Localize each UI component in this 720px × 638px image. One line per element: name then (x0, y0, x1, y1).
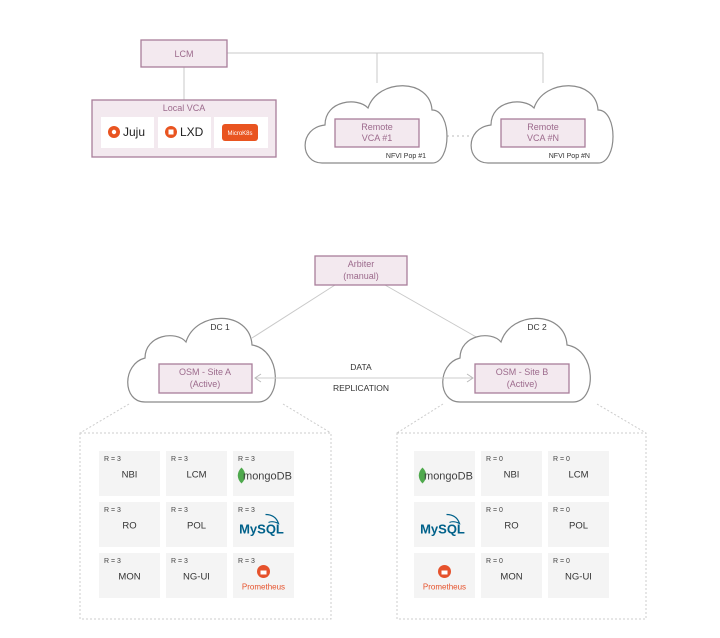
component-tile[interactable]: Prometheus (414, 553, 475, 598)
replica-count: R = 0 (553, 558, 570, 565)
lxd-logo-text: LXD (180, 125, 204, 139)
remote-vca-n-line2: VCA #N (527, 133, 559, 143)
replica-count: R = 3 (104, 456, 121, 463)
replica-count: R = 3 (171, 507, 188, 514)
juju-icon (108, 126, 120, 138)
component-name: POL (187, 521, 206, 532)
local-vca-box[interactable]: Local VCA Juju LXD MicroK8s (91, 99, 277, 158)
lcm-label: LCM (174, 49, 193, 59)
component-tile[interactable]: R = 0 NG-UI (548, 553, 609, 598)
component-name: LCM (186, 470, 206, 481)
mysql-logo-text: MySQL (420, 522, 465, 537)
mysql-logo-text: MySQL (239, 522, 284, 537)
lcm-box[interactable]: LCM (140, 39, 228, 68)
component-name: POL (569, 521, 588, 532)
top-connector-lines (183, 52, 544, 137)
local-vca-title: Local VCA (163, 103, 206, 113)
osm-site-b-box[interactable]: OSM - Site B (Active) (474, 363, 570, 394)
site-a-line2: (Active) (190, 379, 221, 389)
replica-count: R = 0 (553, 456, 570, 463)
mongodb-leaf-icon (237, 467, 246, 484)
arbiter-line1: Arbiter (348, 259, 375, 269)
mysql-dolphin-icon (265, 513, 280, 525)
component-name: MON (500, 572, 522, 583)
component-tile[interactable]: R = 0 POL (548, 502, 609, 547)
replica-count: R = 3 (238, 507, 255, 514)
component-name: MON (118, 572, 140, 583)
component-tile[interactable]: R = 3RO (99, 502, 160, 547)
component-name: RO (504, 521, 518, 532)
site-b-line2: (Active) (507, 379, 538, 389)
component-name: NBI (504, 470, 520, 481)
component-name: NG-UI (183, 572, 210, 583)
component-tile[interactable]: R = 0RO (481, 502, 542, 547)
mongodb-leaf-icon (418, 467, 427, 484)
component-name: RO (122, 521, 136, 532)
site-a-line1: OSM - Site A (179, 367, 231, 377)
arbiter-lines (251, 284, 479, 339)
component-tile[interactable]: mongoDB (414, 451, 475, 496)
component-tile[interactable]: R = 3 mongoDB (233, 451, 294, 496)
replica-count: R = 0 (486, 507, 503, 514)
nfvi-pop-n-label: NFVI Pop #N (549, 153, 590, 160)
site-b-line1: OSM - Site B (496, 367, 549, 377)
component-tile[interactable]: R = 0 LCM (548, 451, 609, 496)
microk8s-badge: MicroK8s (222, 124, 258, 141)
mongodb-logo-text: mongoDB (424, 471, 473, 483)
component-name: NG-UI (565, 572, 592, 583)
remote-vca-n-box[interactable]: Remote VCA #N (500, 118, 586, 148)
component-tile[interactable]: R = 3 Prometheus (233, 553, 294, 598)
lxd-icon (165, 126, 177, 138)
arbiter-line2: (manual) (343, 271, 379, 281)
remote-vca-n-line1: Remote (527, 122, 559, 132)
component-tile[interactable]: R = 3 MON (99, 553, 160, 598)
replication-arrow (254, 373, 474, 383)
replication-label: REPLICATION (333, 383, 389, 393)
remote-vca-1-line2: VCA #1 (362, 133, 393, 143)
replica-count: R = 3 (238, 558, 255, 565)
prometheus-logo-text: Prometheus (423, 583, 466, 592)
component-tile[interactable]: MySQL (414, 502, 475, 547)
replica-count: R = 0 (553, 507, 570, 514)
component-tile[interactable]: R = 3 POL (166, 502, 227, 547)
component-tile[interactable]: R = 3 LCM (166, 451, 227, 496)
replica-count: R = 3 (171, 456, 188, 463)
replica-count: R = 3 (171, 558, 188, 565)
component-name: NBI (122, 470, 138, 481)
replica-count: R = 3 (238, 456, 255, 463)
dc1-label: DC 1 (210, 322, 230, 332)
microk8s-logo-text: MicroK8s (227, 131, 252, 137)
nfvi-pop-1-label: NFVI Pop #1 (386, 153, 426, 160)
mongodb-logo-text: mongoDB (243, 471, 292, 483)
remote-vca-1-box[interactable]: Remote VCA #1 (334, 118, 420, 148)
expansion-lines (79, 403, 647, 434)
component-tile[interactable]: R = 3 NG-UI (166, 553, 227, 598)
replica-count: R = 3 (104, 507, 121, 514)
replica-count: R = 3 (104, 558, 121, 565)
remote-vca-1-line1: Remote (361, 122, 393, 132)
osm-site-a-box[interactable]: OSM - Site A (Active) (158, 363, 253, 394)
juju-logo-text: Juju (123, 125, 145, 139)
data-label: DATA (350, 362, 372, 372)
mysql-dolphin-icon (446, 513, 461, 525)
component-tile[interactable]: R = 3 MySQL (233, 502, 294, 547)
replica-count: R = 0 (486, 558, 503, 565)
replica-count: R = 0 (486, 456, 503, 463)
component-name: LCM (568, 470, 588, 481)
arbiter-box[interactable]: Arbiter (manual) (314, 255, 408, 286)
prometheus-logo-text: Prometheus (242, 583, 285, 592)
dc2-label: DC 2 (527, 322, 547, 332)
component-tile[interactable]: R = 0 MON (481, 553, 542, 598)
